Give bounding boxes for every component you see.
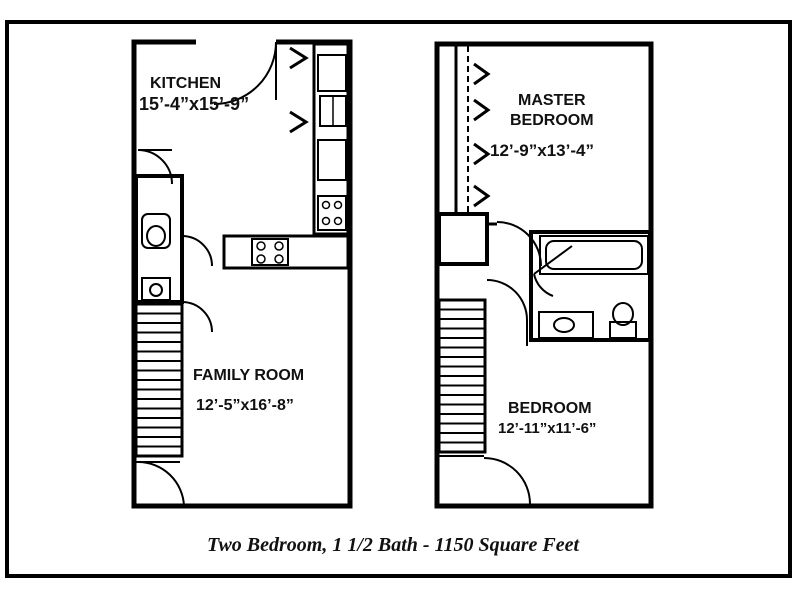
kitchen-label: KITCHEN — [150, 75, 221, 92]
first-floor-plan — [131, 38, 353, 509]
second-floor-plan — [434, 41, 654, 509]
bath-door-swing — [533, 245, 573, 297]
dishwasher — [317, 139, 347, 181]
kitchen-cabinets — [312, 42, 350, 236]
bedroom-label: BEDROOM — [508, 400, 592, 417]
kitchen-peninsula — [222, 234, 350, 270]
cooktop — [251, 238, 289, 266]
bath-toilet — [609, 321, 637, 339]
closet-bifold-doors — [473, 62, 491, 208]
family-room-size: 12’-5”x16’-8” — [196, 397, 294, 414]
bedroom-size: 12’-11”x11’-6” — [498, 420, 596, 437]
bathtub — [539, 235, 649, 275]
refrigerator — [317, 54, 347, 92]
kitchen-door-swing — [213, 41, 277, 105]
pantry-doors — [289, 46, 309, 134]
linen-closet — [437, 212, 489, 266]
bedroom-door-swing — [486, 279, 528, 346]
stove — [317, 195, 347, 231]
family-room-label: FAMILY ROOM — [193, 367, 304, 384]
powder-toilet — [141, 213, 171, 249]
powder-sink — [141, 277, 171, 301]
entry-door-swing — [137, 460, 185, 507]
master-bedroom-label-line2: BEDROOM — [510, 112, 594, 129]
plan-caption: Two Bedroom, 1 1/2 Bath - 1150 Square Fe… — [207, 534, 581, 556]
bedroom-closet-swing — [483, 457, 531, 505]
full-bath — [529, 230, 652, 342]
master-bedroom-size: 12’-9”x13’-4” — [490, 141, 594, 160]
outer-frame — [5, 20, 792, 578]
master-bedroom-label-line1: MASTER — [518, 92, 586, 109]
half-bath-door-swing — [181, 235, 213, 267]
half-bath — [134, 174, 184, 304]
bath-vanity — [538, 311, 594, 339]
kitchen-size: 15’-4”x15’-9” — [139, 94, 249, 114]
